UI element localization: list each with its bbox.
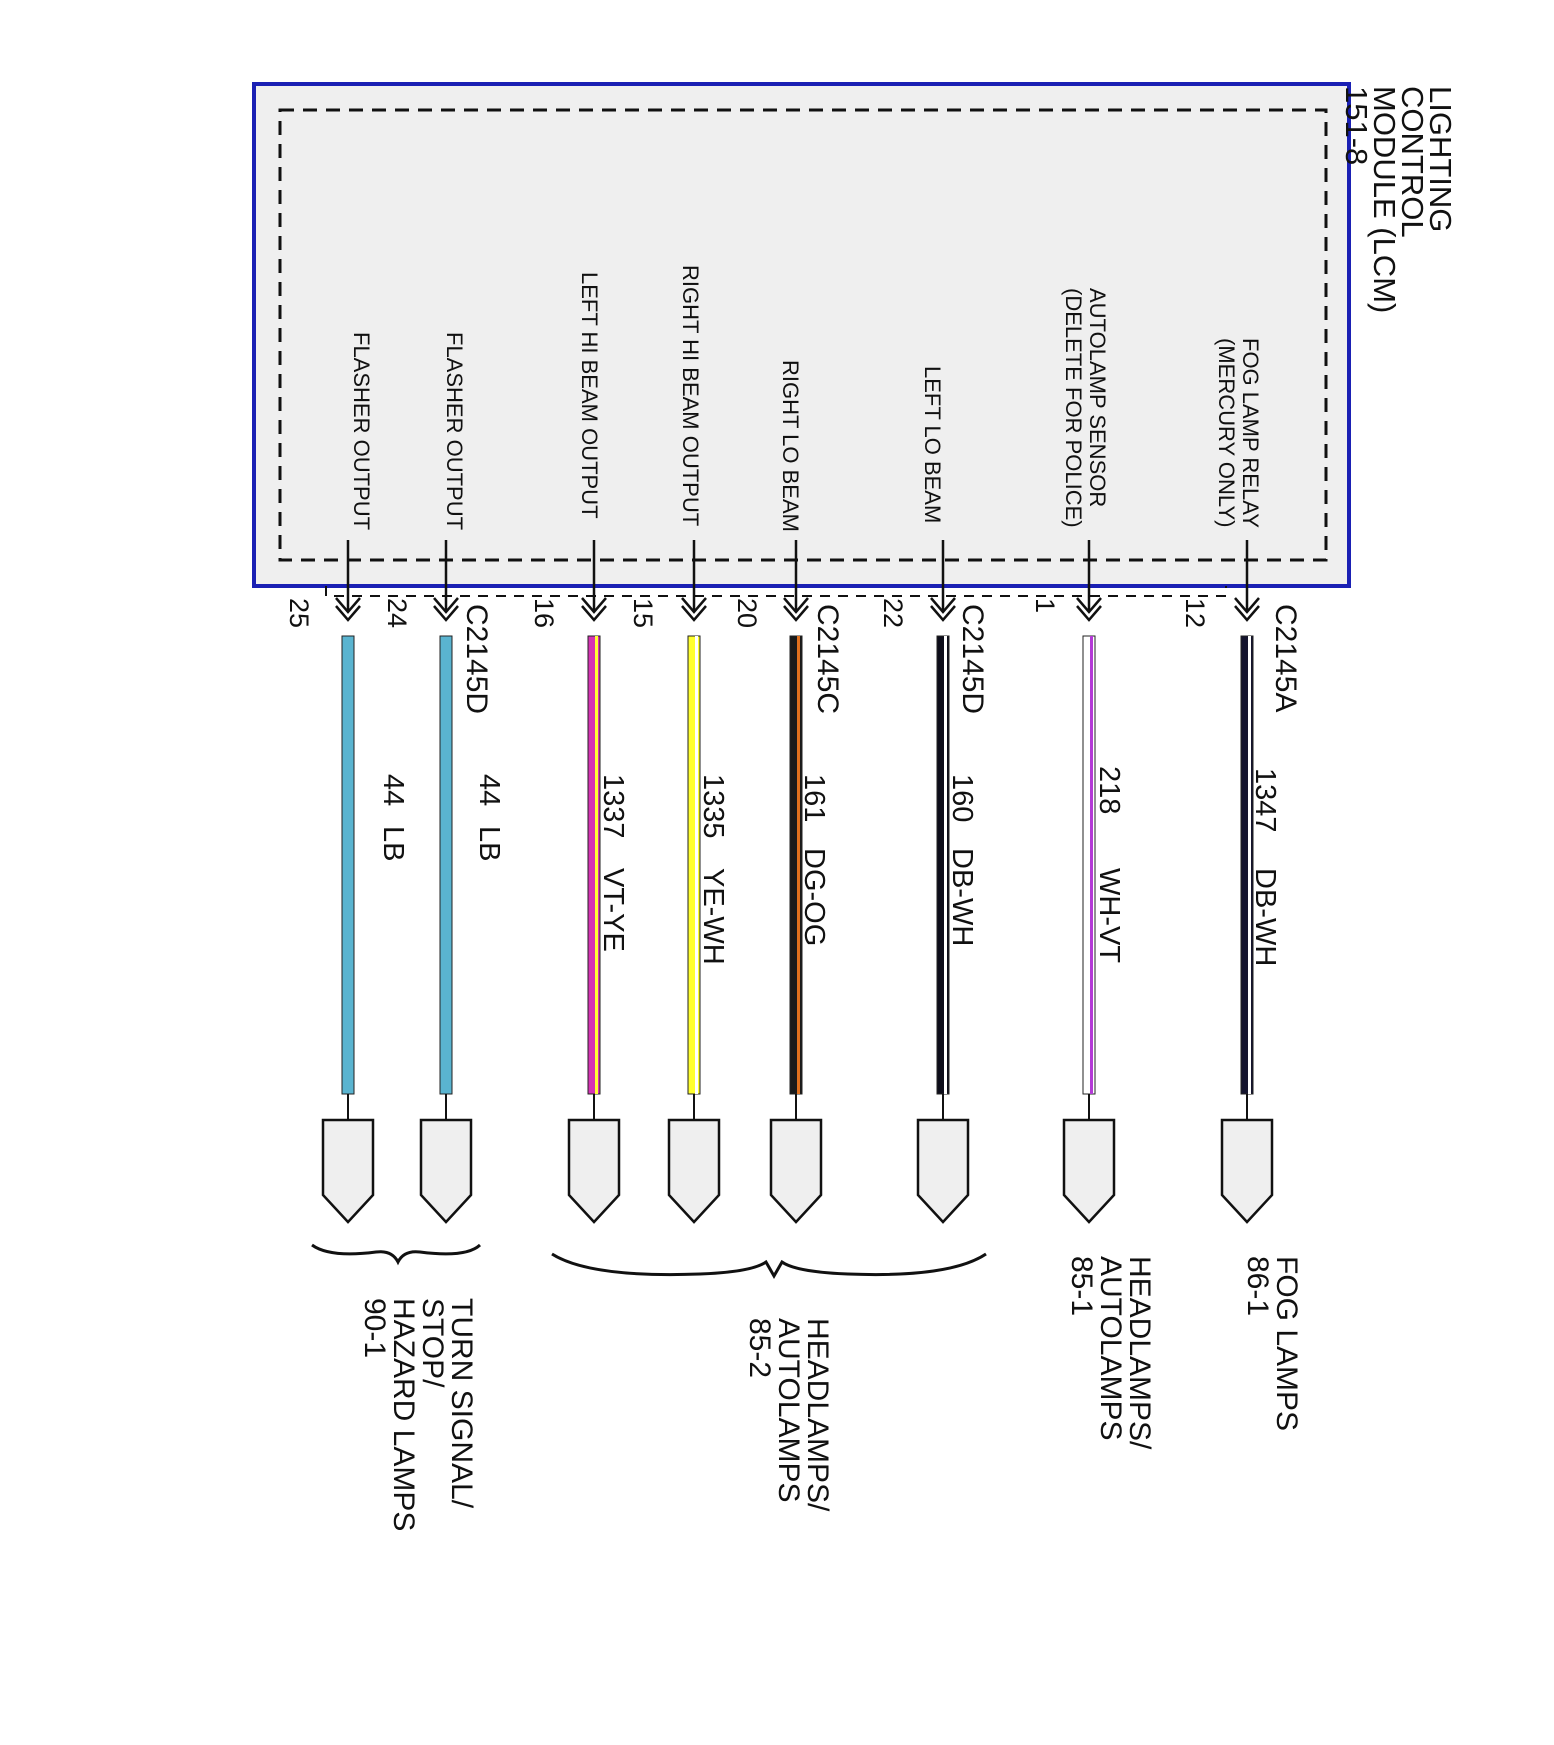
circuit-left-lo-beam: LEFT LO BEAM 22 C2145D 160 DB-WH <box>878 366 989 946</box>
circuit-autolamp-sensor: AUTOLAMP SENSOR (DELETE FOR POLICE) 1 21… <box>1030 288 1125 963</box>
signal-label-line-2: (DELETE FOR POLICE) <box>1061 288 1086 528</box>
signal-label: AUTOLAMP SENSOR (DELETE FOR POLICE) <box>1061 288 1110 528</box>
module-box <box>252 82 1351 588</box>
destination-headlamps-85-1-label: HEADLAMPS/ AUTOLAMPS 85-1 <box>1065 1256 1156 1458</box>
connector-label: C2145D <box>460 604 493 714</box>
signal-label: LEFT LO BEAM <box>920 366 945 523</box>
module-dashed-boundary <box>278 108 1328 562</box>
pin-number: 12 <box>1180 598 1210 628</box>
pin-arrow <box>581 597 607 622</box>
circuit-left-hi-beam-output: LEFT HI BEAM OUTPUT 16 1337 VT-YE <box>529 272 629 952</box>
pin-number: 20 <box>732 598 762 628</box>
pin-arrow <box>681 597 707 622</box>
signal-label: RIGHT LO BEAM <box>778 360 803 532</box>
circuit-number: 1337 <box>597 774 629 839</box>
signal-label: FOG LAMP RELAY (MERCURY ONLY) <box>1214 338 1263 534</box>
destination-fog-lamps-label: FOG LAMPS 86-1 <box>1241 1256 1303 1439</box>
connector-label: C2145A <box>1269 604 1302 712</box>
pin-arrow <box>335 597 361 622</box>
module-title: LIGHTING CONTROL MODULE (LCM) 151-8 <box>1339 86 1458 322</box>
wire <box>1240 635 1254 1095</box>
circuit-fog-lamp-relay: FOG LAMP RELAY (MERCURY ONLY) 12 C2145A … <box>1180 338 1302 966</box>
wire-color-code: VT-YE <box>597 868 629 952</box>
brace-turn-signal <box>311 1243 482 1266</box>
wire-tracer <box>1248 636 1251 1094</box>
wire <box>341 635 355 1095</box>
wire-tracer <box>1090 636 1093 1094</box>
circuit-number: 1335 <box>697 774 729 839</box>
module-title-line-4: 151-8 <box>1339 86 1374 165</box>
connector-label: C2145D <box>956 604 989 714</box>
wire-tracer <box>797 636 800 1094</box>
signal-label: FLASHER OUTPUT <box>442 332 467 530</box>
connector-plug <box>321 1118 375 1224</box>
wire <box>439 635 453 1095</box>
pin-arrow <box>1234 597 1260 622</box>
circuit-number: 44 <box>473 774 505 806</box>
wire <box>587 635 601 1095</box>
wire-tracer <box>595 636 598 1094</box>
wire-color-code: DB-WH <box>946 848 978 946</box>
destination-headlamps-85-2-label: HEADLAMPS/ AUTOLAMPS 85-2 <box>743 1318 834 1520</box>
signal-label: RIGHT HI BEAM OUTPUT <box>678 265 703 526</box>
wire <box>687 635 701 1095</box>
connector-plug <box>1062 1118 1116 1224</box>
circuit-right-hi-beam-output: RIGHT HI BEAM OUTPUT 15 1335 YE-WH <box>628 265 729 965</box>
circuit-right-lo-beam: RIGHT LO BEAM 20 C2145C 161 DG-OG <box>732 360 844 946</box>
connector-plug <box>769 1118 823 1224</box>
pin-number: 25 <box>284 598 314 628</box>
wire-color-code: LB <box>473 826 505 861</box>
wire-color-code: WH-VT <box>1093 868 1125 963</box>
module-title-line-3: MODULE (LCM) <box>1367 86 1402 313</box>
pin-arrow <box>930 597 956 622</box>
wire-tracer <box>695 636 698 1094</box>
wire-color-code: LB <box>377 826 409 861</box>
pin-number: 15 <box>628 598 658 628</box>
pin-arrow <box>433 597 459 622</box>
connector-plug <box>567 1118 621 1224</box>
signal-label-line-2: (MERCURY ONLY) <box>1214 338 1239 527</box>
brace-headlamps-85-2 <box>551 1252 987 1280</box>
destination-turn-signal-label: TURN SIGNAL/ STOP/ HAZARD LAMPS 90-1 <box>358 1298 478 1540</box>
wire <box>789 635 803 1095</box>
circuit-number: 44 <box>377 774 409 806</box>
pin-number: 24 <box>382 598 412 628</box>
connector-plug <box>1220 1118 1274 1224</box>
circuit-number: 218 <box>1093 766 1125 814</box>
connector-plug <box>419 1118 473 1224</box>
connector-dashed-boundary <box>325 586 1227 597</box>
pin-number: 22 <box>878 598 908 628</box>
circuit-flasher-output-24: FLASHER OUTPUT 24 C2145D 44 LB <box>382 332 505 861</box>
connector-plug <box>667 1118 721 1224</box>
signal-label: FLASHER OUTPUT <box>349 332 374 530</box>
signal-label-line-1: FOG LAMP RELAY <box>1238 338 1263 528</box>
pin-arrow <box>783 597 809 622</box>
wire-group <box>321 540 1274 1224</box>
connector-label: C2145C <box>811 604 844 714</box>
circuit-number: 161 <box>798 774 830 822</box>
pin-number: 1 <box>1030 598 1060 613</box>
wire-color-code: DG-OG <box>798 848 830 946</box>
signal-label-line-1: AUTOLAMP SENSOR <box>1085 288 1110 507</box>
module-title-line-1: LIGHTING <box>1423 86 1458 232</box>
wire-color-code: YE-WH <box>697 868 729 965</box>
circuit-number: 1347 <box>1249 768 1281 833</box>
pin-number: 16 <box>529 598 559 628</box>
signal-label: LEFT HI BEAM OUTPUT <box>577 272 602 519</box>
module-title-line-2: CONTROL <box>1395 86 1430 237</box>
wire <box>936 635 950 1095</box>
pin-arrow <box>1076 597 1102 622</box>
wire-color-code: DB-WH <box>1249 868 1281 966</box>
circuit-flasher-output-25: FLASHER OUTPUT 25 44 LB <box>284 332 409 861</box>
circuit-number: 160 <box>946 774 978 822</box>
connector-plug <box>916 1118 970 1224</box>
wire-tracer <box>944 636 947 1094</box>
wire <box>1082 635 1096 1095</box>
